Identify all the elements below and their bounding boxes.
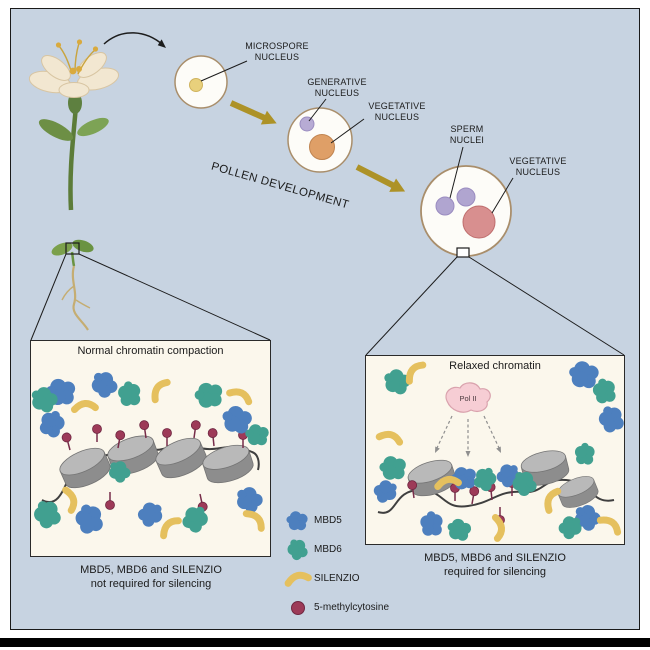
flower-illustration [28,39,120,211]
right-panel-caption: MBD5, MBD6 and SILENZIO required for sil… [424,552,566,579]
silenzio-legend-icon [288,573,309,586]
development-arrow-2 [355,164,406,192]
label-pointers [200,60,514,214]
vegetative-nucleus-label-2: VEGETATIVE NUCLEUS [509,156,567,177]
mbd5-legend-icon [283,508,310,534]
legend-swatches [283,508,310,615]
legend-label-silenzio: SILENZIO [314,573,360,584]
vegetative-nucleus-1 [309,134,335,160]
seedling-illustration [51,239,94,331]
left-panel-title: Normal chromatin compaction [77,345,224,357]
pol2-complex [445,382,491,413]
right-panel-title: Relaxed chromatin [449,360,541,372]
bottom-divider [0,638,650,647]
mature-pollen [420,165,512,258]
flower-to-microspore-arrow [103,32,166,48]
sperm-nucleus-1 [435,196,455,216]
microspore-nucleus [189,78,203,92]
legend-label-methylcytosine: 5-methylcytosine [314,602,390,613]
methylcytosine-legend-icon [291,601,305,615]
left-panel-caption: MBD5, MBD6 and SILENZIO not required for… [80,564,222,591]
vegetative-nucleus-2 [462,205,496,239]
microspore-cell [174,55,228,109]
legend-label-mbd6: MBD6 [314,544,342,555]
zoom-source-pollen [456,247,470,258]
development-arrow-1 [229,100,277,125]
vegetative-nucleus-label-1: VEGETATIVE NUCLEUS [368,101,426,122]
generative-nucleus-label: GENERATIVE NUCLEUS [307,77,367,98]
pol2-label: Pol II [459,394,477,403]
relaxed-chromatin-drawing [371,357,626,545]
mbd6-legend-icon [284,536,310,563]
zoom-source-seedling [65,242,80,255]
pol2-activity-arrows [435,415,501,454]
sperm-nuclei-label: SPERM NUCLEI [449,124,485,145]
generative-nucleus [299,116,315,132]
bicellular-pollen [287,107,353,173]
microspore-nucleus-label: MICROSPORE NUCLEUS [245,41,309,62]
zoom-connectors [30,253,625,356]
compact-chromatin-drawing [25,367,272,536]
legend-label-mbd5: MBD5 [314,515,342,526]
pol2-arrowheads [435,446,501,457]
sperm-nucleus-2 [456,187,476,207]
